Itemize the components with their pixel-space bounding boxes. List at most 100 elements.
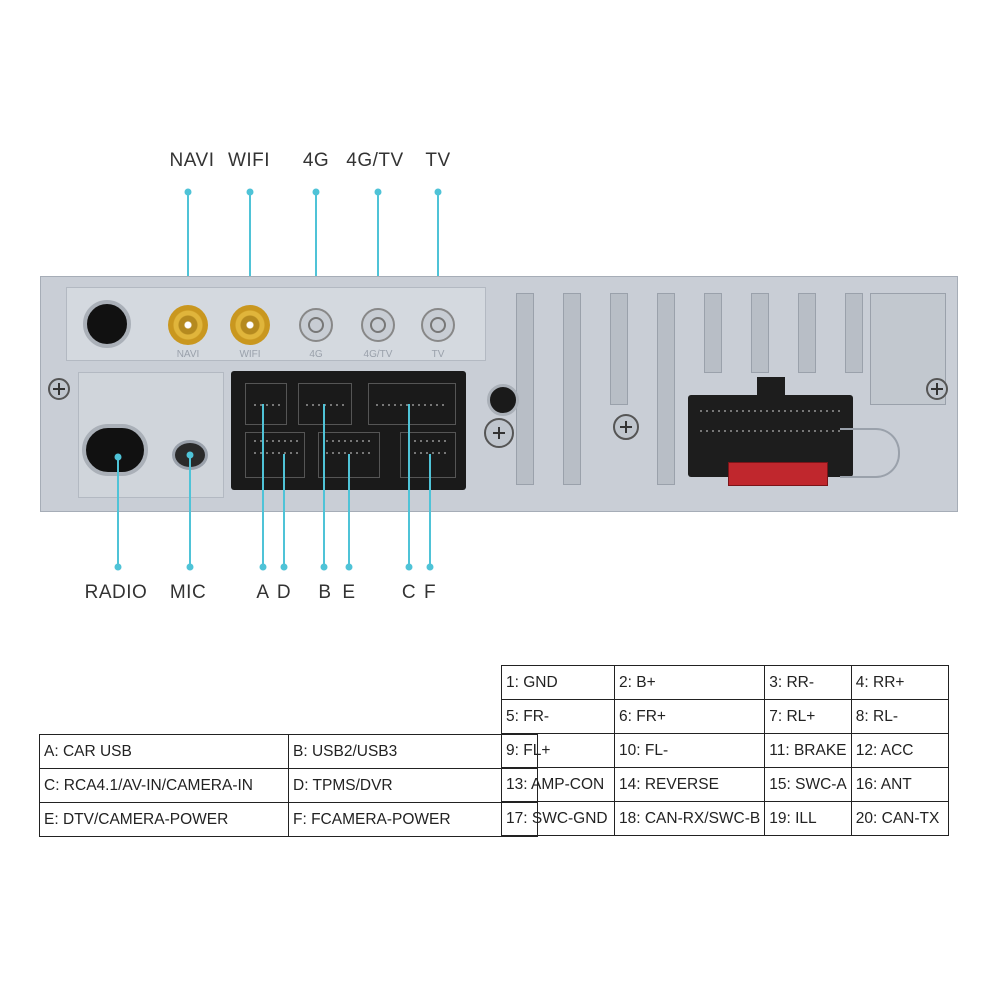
pin-row xyxy=(376,404,448,406)
connector-c-slot xyxy=(368,383,456,425)
pin-cell: 14: REVERSE xyxy=(613,767,766,802)
leader-c xyxy=(408,404,410,567)
pin-row xyxy=(700,410,840,412)
port-print-navi: NAVI xyxy=(176,349,200,360)
port-print-tv: TV xyxy=(431,349,445,360)
table-row: A: CAR USB B: USB2/USB3 xyxy=(39,734,538,769)
leader-dot-d xyxy=(280,563,288,571)
table-row: 13: AMP-CON 14: REVERSE 15: SWC-A 16: AN… xyxy=(501,767,949,802)
table-row: 5: FR- 6: FR+ 7: RL+ 8: RL- xyxy=(501,699,949,734)
fuse-icon xyxy=(728,462,828,486)
pin-row xyxy=(700,430,840,432)
table-row: C: RCA4.1/AV-IN/CAMERA-IN D: TPMS/DVR xyxy=(39,768,538,803)
label-c: C xyxy=(401,582,417,603)
leader-dot-mic xyxy=(186,563,194,571)
table-row: 1: GND 2: B+ 3: RR- 4: RR+ xyxy=(501,665,949,700)
connector-b-slot xyxy=(298,383,352,425)
pin-row xyxy=(408,452,448,454)
pin-cell: 6: FR+ xyxy=(613,699,766,734)
pin-row xyxy=(254,440,298,442)
leader-tv xyxy=(437,192,439,322)
pin-cell: 20: CAN-TX xyxy=(850,801,949,836)
screw-icon xyxy=(926,378,948,400)
leader-mic xyxy=(189,455,191,567)
pin-cell: 3: RR- xyxy=(764,665,852,700)
label-radio: RADIO xyxy=(84,582,148,603)
screw-icon xyxy=(484,418,514,448)
radio-antenna-jack-icon xyxy=(82,424,148,476)
label-a: A xyxy=(256,582,270,603)
cable-loop xyxy=(840,428,900,478)
pin-cell: 19: ILL xyxy=(764,801,852,836)
tv-cap-icon xyxy=(421,308,455,342)
small-hole-icon xyxy=(487,384,519,416)
connector-a-slot xyxy=(245,383,287,425)
pin-cell: 4: RR+ xyxy=(850,665,949,700)
table-row: 9: FL+ 10: FL- 11: BRAKE 12: ACC xyxy=(501,733,949,768)
leader-navi xyxy=(187,192,189,322)
legend-cell: C: RCA4.1/AV-IN/CAMERA-IN xyxy=(39,768,289,803)
panel-rib xyxy=(798,293,816,373)
pin-cell: 12: ACC xyxy=(850,733,949,768)
4g-cap-icon xyxy=(299,308,333,342)
leader-e xyxy=(348,454,350,567)
port-print-4g-tv: 4G/TV xyxy=(363,349,393,360)
pin-cell: 16: ANT xyxy=(850,767,949,802)
label-wifi: WIFI xyxy=(227,150,271,171)
pin-row xyxy=(306,404,344,406)
pin-cell: 17: SWC-GND xyxy=(501,801,615,836)
label-d: D xyxy=(276,582,292,603)
pin-cell: 15: SWC-A xyxy=(764,767,852,802)
label-e: E xyxy=(342,582,356,603)
panel-rib xyxy=(704,293,722,373)
pin-cell: 13: AMP-CON xyxy=(501,767,615,802)
leader-dot-b xyxy=(320,563,328,571)
port-print-4g: 4G xyxy=(309,349,323,360)
pin-row xyxy=(254,452,298,454)
pin-assignment-table: 1: GND 2: B+ 3: RR- 4: RR+ 5: FR- 6: FR+… xyxy=(501,665,949,836)
leader-d xyxy=(283,454,285,567)
pin-cell: 11: BRAKE xyxy=(764,733,852,768)
panel-rib xyxy=(845,293,863,373)
leader-dot-f xyxy=(426,563,434,571)
pin-cell: 10: FL- xyxy=(613,733,766,768)
pin-row xyxy=(408,440,448,442)
legend-cell: F: FCAMERA-POWER xyxy=(288,802,538,837)
pin-cell: 7: RL+ xyxy=(764,699,852,734)
panel-rib xyxy=(516,293,534,485)
port-print-wifi: WIFI xyxy=(239,349,261,360)
table-row: 17: SWC-GND 18: CAN-RX/SWC-B 19: ILL 20:… xyxy=(501,801,949,836)
pin-row xyxy=(326,440,372,442)
pin-cell: 2: B+ xyxy=(613,665,766,700)
pin-cell: 8: RL- xyxy=(850,699,949,734)
leader-wifi xyxy=(249,192,251,322)
leader-4g-tv xyxy=(377,192,379,322)
leader-dot-radio xyxy=(114,563,122,571)
round-port-icon xyxy=(83,300,131,348)
leader-dot-a xyxy=(259,563,267,571)
pin-row xyxy=(254,404,280,406)
pin-cell: 5: FR- xyxy=(501,699,615,734)
panel-rib xyxy=(610,293,628,405)
iso-latch xyxy=(757,377,785,397)
label-tv: TV xyxy=(425,150,451,171)
leader-b xyxy=(323,404,325,567)
screw-icon xyxy=(48,378,70,400)
navi-sma-connector-icon xyxy=(168,305,208,345)
pin-cell: 9: FL+ xyxy=(501,733,615,768)
wifi-sma-connector-icon xyxy=(230,305,270,345)
label-mic: MIC xyxy=(169,582,207,603)
leader-radio xyxy=(117,457,119,567)
antenna-band xyxy=(66,287,486,361)
pin-cell: 18: CAN-RX/SWC-B xyxy=(613,801,766,836)
label-4g: 4G xyxy=(302,150,330,171)
legend-cell: D: TPMS/DVR xyxy=(288,768,538,803)
leader-4g xyxy=(315,192,317,322)
legend-cell: E: DTV/CAMERA-POWER xyxy=(39,802,289,837)
label-f: F xyxy=(423,582,437,603)
label-4g-tv: 4G/TV xyxy=(346,150,404,171)
screw-icon xyxy=(613,414,639,440)
panel-rib xyxy=(563,293,581,485)
connector-d-slot xyxy=(245,432,305,478)
table-row: E: DTV/CAMERA-POWER F: FCAMERA-POWER xyxy=(39,802,538,837)
